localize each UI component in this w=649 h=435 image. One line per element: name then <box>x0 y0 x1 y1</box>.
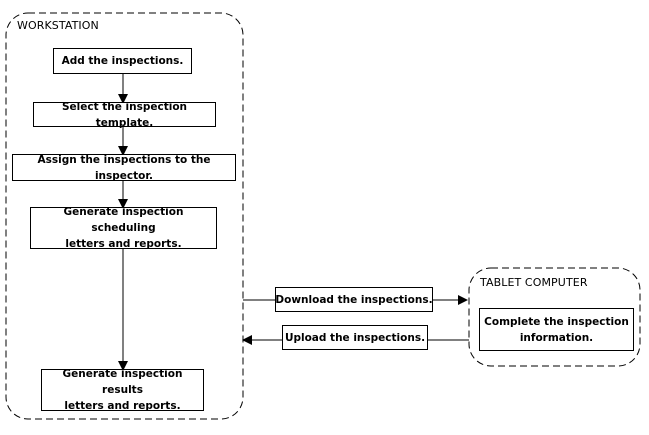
step-assign-inspections-label: Assign the inspections to the inspector. <box>37 153 211 182</box>
step-generate-scheduling-line1: Generate inspection scheduling <box>63 206 184 234</box>
step-assign-inspections: Assign the inspections to the inspector. <box>12 153 236 182</box>
step-add-inspections-label: Add the inspections. <box>61 55 184 67</box>
step-complete-inspection: Complete the inspection information. <box>479 308 634 351</box>
workstation-group-title: WORKSTATION <box>17 19 99 32</box>
step-generate-scheduling-line2: letters and reports. <box>65 238 182 250</box>
step-add-inspections: Add the inspections. <box>53 48 192 74</box>
step-generate-scheduling: Generate inspection scheduling letters a… <box>30 206 217 250</box>
step-generate-results-line1: Generate inspection results <box>62 368 183 396</box>
step-select-template: Select the inspection template. <box>33 101 216 129</box>
upload-inspections-label: Upload the inspections. <box>282 325 428 350</box>
tablet-group-border <box>468 267 641 367</box>
step-select-template-label: Select the inspection template. <box>61 100 188 129</box>
download-inspections-label: Download the inspections. <box>275 287 433 312</box>
step-generate-results: Generate inspection results letters and … <box>41 368 204 412</box>
tablet-group-title: TABLET COMPUTER <box>480 276 588 289</box>
step-complete-inspection-line1: Complete the inspection <box>484 315 629 328</box>
step-complete-inspection-line2: information. <box>519 331 594 344</box>
workstation-group-border <box>5 12 244 420</box>
step-generate-results-line2: letters and reports. <box>64 400 181 412</box>
